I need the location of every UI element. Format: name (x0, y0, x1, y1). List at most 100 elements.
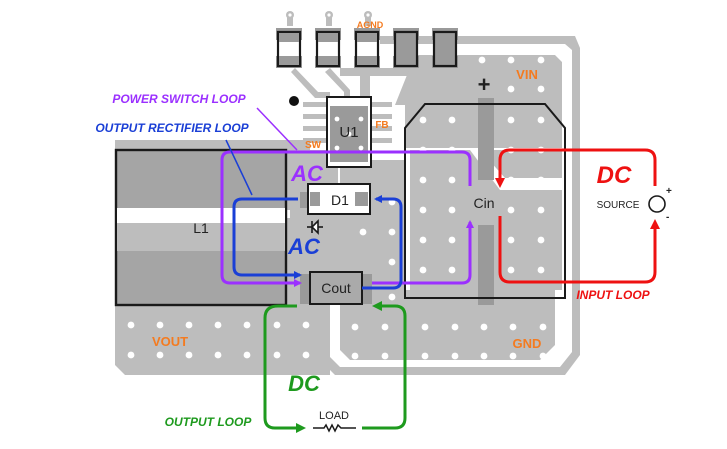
via (359, 228, 367, 236)
resistor-r3 (354, 28, 380, 68)
diode-symbol-icon (307, 219, 323, 235)
cout-capacitor: Cout (300, 271, 372, 305)
via (507, 266, 515, 274)
via (507, 176, 515, 184)
u1-ic: U1 (326, 96, 372, 168)
pin1-marker-icon (289, 96, 299, 106)
via (419, 206, 427, 214)
source-label: SOURCE (597, 200, 640, 211)
via (381, 323, 389, 331)
cin-label: Cin (473, 195, 494, 211)
via (419, 116, 427, 124)
via (419, 236, 427, 244)
via (388, 258, 396, 266)
via (388, 228, 396, 236)
net-label-fb: FB (375, 120, 388, 131)
via (507, 116, 515, 124)
via (537, 266, 545, 274)
source-plus: + (666, 186, 672, 197)
via (243, 321, 251, 329)
via (509, 352, 517, 360)
load-resistor: LOAD (313, 410, 356, 433)
net-label-agnd: AGND (357, 20, 384, 30)
via (381, 352, 389, 360)
via (448, 236, 456, 244)
via (537, 176, 545, 184)
via (419, 266, 427, 274)
pin-tab (286, 11, 372, 26)
power-switch-loop: POWER SWITCH LOOP AC (112, 92, 474, 287)
via (539, 323, 547, 331)
via (480, 323, 488, 331)
via (421, 352, 429, 360)
via (478, 56, 486, 64)
via (537, 236, 545, 244)
via (448, 176, 456, 184)
via (507, 206, 515, 214)
via (156, 321, 164, 329)
via (302, 351, 310, 359)
d1-label: D1 (331, 192, 349, 208)
via (421, 323, 429, 331)
via (480, 352, 488, 360)
via (243, 351, 251, 359)
output-rectifier-loop: OUTPUT RECTIFIER LOOP AC (95, 121, 403, 290)
cin-capacitor: Cin + (404, 72, 566, 299)
u1-label: U1 (339, 124, 358, 141)
net-label-vout: VOUT (152, 334, 188, 349)
cout-label: Cout (321, 280, 351, 296)
via (351, 352, 359, 360)
output-rectifier-loop-type: AC (287, 234, 321, 259)
net-label-vin: VIN (516, 67, 538, 82)
via (127, 351, 135, 359)
via-array (127, 56, 547, 360)
l1-label: L1 (193, 220, 209, 236)
via (127, 321, 135, 329)
output-rectifier-loop-label: OUTPUT RECTIFIER LOOP (95, 121, 249, 135)
resistor-r4 (393, 28, 419, 68)
via (185, 321, 193, 329)
via (302, 321, 310, 329)
input-loop-label: INPUT LOOP (576, 288, 650, 302)
via (537, 206, 545, 214)
power-switch-loop-label: POWER SWITCH LOOP (112, 92, 246, 106)
resistor-r2 (315, 28, 341, 68)
output-loop-type: DC (288, 371, 321, 396)
net-label-sw: SW (305, 140, 322, 151)
via (537, 116, 545, 124)
via (451, 352, 459, 360)
top-resistor-array (276, 28, 458, 68)
via (451, 323, 459, 331)
via (537, 56, 545, 64)
dc-source: SOURCE + - (597, 186, 672, 223)
input-loop-type: DC (597, 162, 632, 189)
via (185, 351, 193, 359)
via (448, 266, 456, 274)
d1-diode: D1 (300, 183, 371, 215)
via (448, 206, 456, 214)
via (214, 321, 222, 329)
via (507, 56, 515, 64)
via (273, 321, 281, 329)
output-loop-label: OUTPUT LOOP (165, 415, 253, 429)
resistor-symbol-icon (313, 423, 356, 433)
output-loop: DC OUTPUT LOOP (165, 301, 407, 433)
via (539, 352, 547, 360)
net-label-gnd: GND (513, 336, 542, 351)
l1-inductor: L1 (114, 148, 288, 307)
cin-plus-marker: + (478, 72, 491, 97)
resistor-r5 (432, 28, 458, 68)
via (509, 323, 517, 331)
via (507, 236, 515, 244)
via (507, 85, 515, 93)
via (419, 176, 427, 184)
via (273, 351, 281, 359)
via (351, 323, 359, 331)
via (537, 85, 545, 93)
resistor-r1 (276, 28, 302, 68)
via (214, 351, 222, 359)
load-label: LOAD (319, 410, 349, 422)
input-loop: DC INPUT LOOP (495, 148, 660, 302)
via (156, 351, 164, 359)
